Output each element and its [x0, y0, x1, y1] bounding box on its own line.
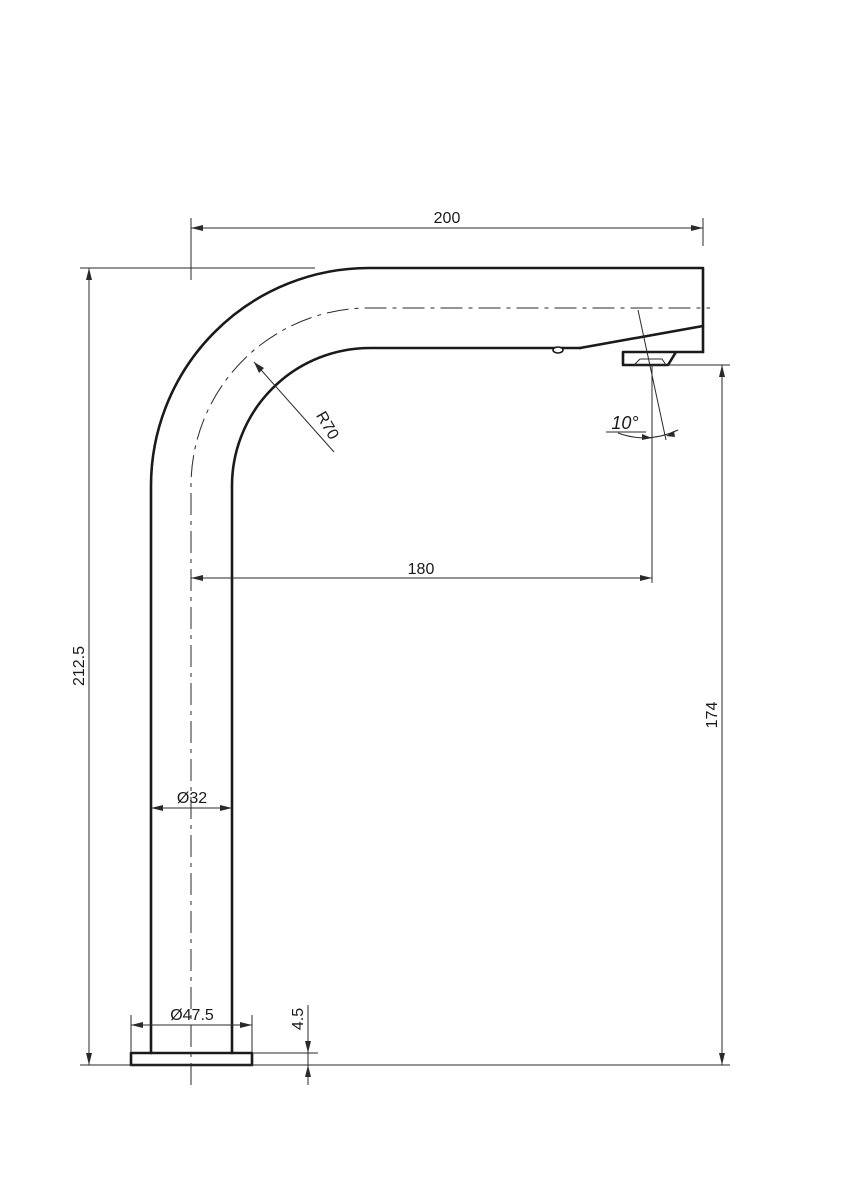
- center-line: [190, 307, 710, 1085]
- dimension-base-diameter-label: Ø47.5: [170, 1007, 214, 1024]
- dimension-base-thickness: 4.5: [290, 1005, 311, 1085]
- aerator-housing: [578, 324, 705, 367]
- dimension-base-thickness-label: 4.5: [290, 1008, 307, 1030]
- extension-lines: [80, 218, 730, 1066]
- dimension-overall-height: 212.5: [71, 268, 92, 1065]
- dimension-tube-diameter: Ø32: [151, 790, 232, 811]
- dimension-outlet-height: 174: [704, 365, 725, 1065]
- dimension-overall-height-label: 212.5: [71, 646, 88, 686]
- faucet-inner-profile: [230, 346, 582, 1055]
- dimension-outlet-angle-label: 10°: [611, 413, 638, 433]
- dimension-base-diameter: Ø47.5: [131, 1007, 252, 1028]
- dimension-outlet-angle: 10°: [606, 309, 679, 441]
- dimension-overall-reach-label: 200: [434, 210, 461, 227]
- faucet-outer-profile: [149, 266, 705, 1055]
- dimension-bend-radius: R70: [253, 361, 342, 453]
- dimension-spout-reach: 180: [191, 561, 652, 581]
- dimension-tube-diameter-label: Ø32: [177, 790, 207, 807]
- dimension-overall-reach: 200: [191, 210, 703, 231]
- dimension-spout-reach-label: 180: [408, 561, 435, 578]
- dimension-outlet-height-label: 174: [704, 702, 721, 729]
- faucet-body: [129, 266, 705, 1067]
- dimension-bend-radius-label: R70: [312, 409, 341, 443]
- sensor-window: [552, 346, 564, 354]
